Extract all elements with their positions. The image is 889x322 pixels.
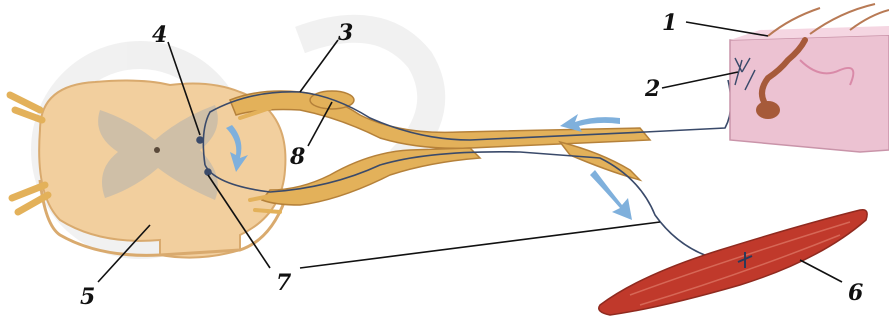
motor-branch <box>560 142 640 180</box>
hair-root <box>756 101 780 119</box>
skin-block <box>730 4 889 152</box>
leader-1 <box>686 22 768 36</box>
leader-7b <box>300 222 660 268</box>
muscle <box>599 210 867 315</box>
label-8: 8 <box>289 144 305 170</box>
label-2: 2 <box>644 76 660 102</box>
skin-surface <box>730 35 889 152</box>
left-dorsal-root <box>10 95 42 120</box>
interneuron-synapse <box>197 137 203 143</box>
motor-neuron-body <box>205 169 211 175</box>
label-1: 1 <box>662 10 677 36</box>
arrow-motor <box>590 170 632 220</box>
label-3: 3 <box>338 20 353 46</box>
motor-fiber <box>205 152 760 260</box>
label-7: 7 <box>276 270 292 296</box>
leader-2 <box>662 72 738 88</box>
leader-6 <box>800 260 842 282</box>
label-5: 5 <box>80 284 95 310</box>
central-canal <box>154 147 160 153</box>
left-ventral-root <box>12 185 48 212</box>
label-4: 4 <box>152 22 167 48</box>
label-6: 6 <box>848 280 863 306</box>
muscle-body <box>599 210 867 315</box>
